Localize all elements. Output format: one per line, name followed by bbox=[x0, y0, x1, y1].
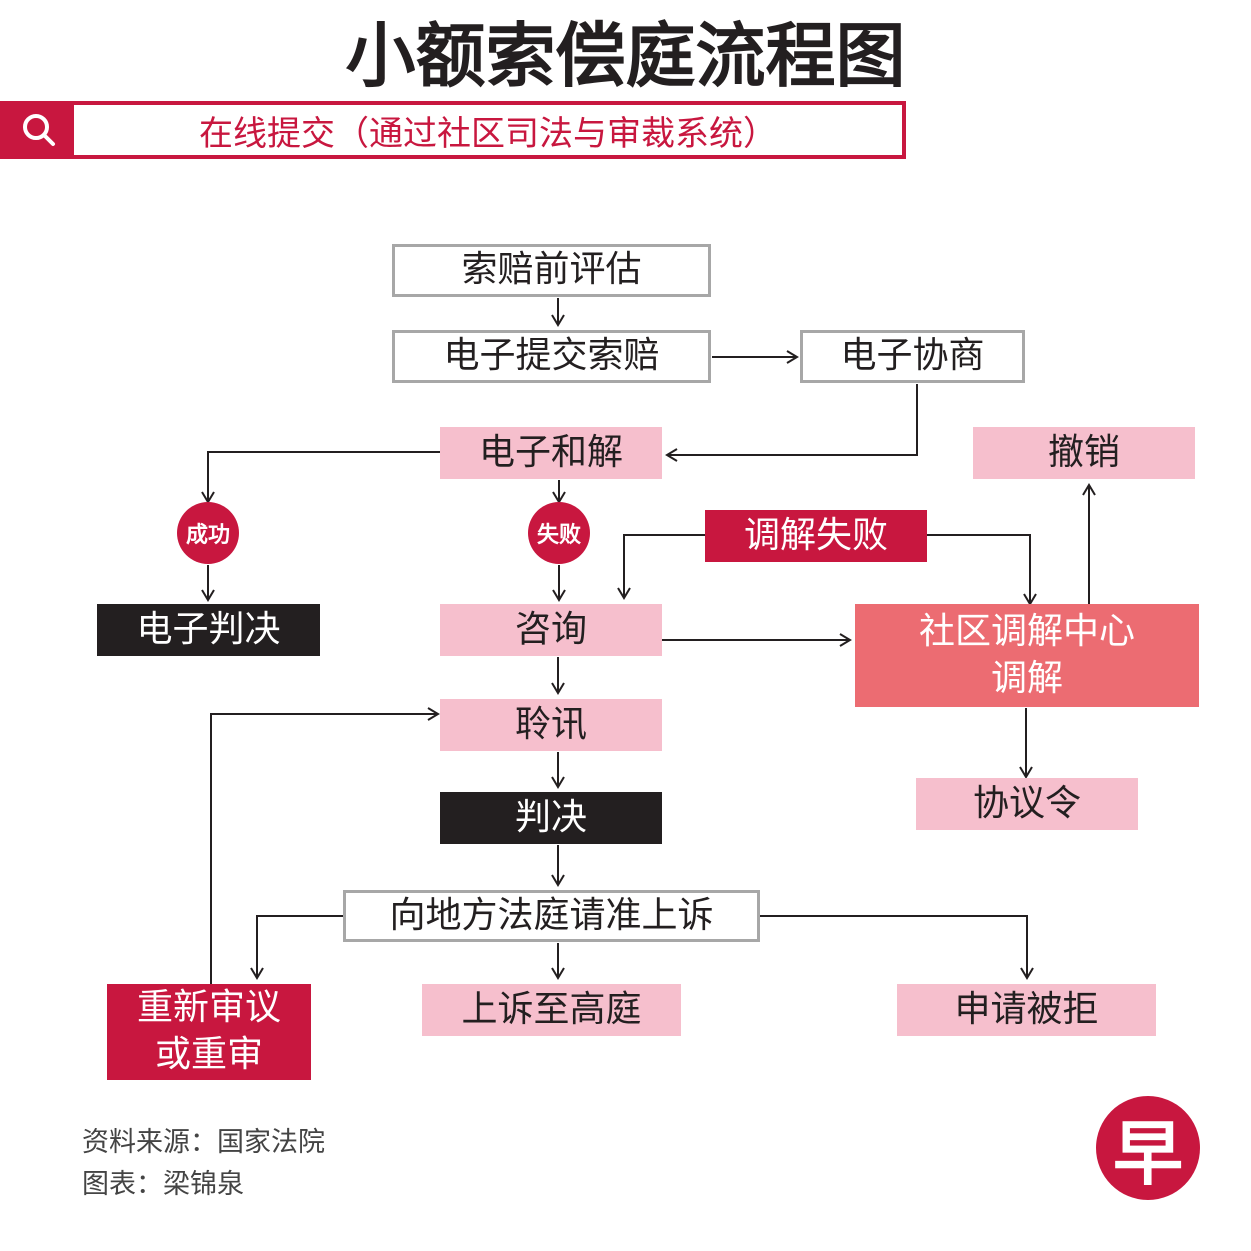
node-judgment: 判决 bbox=[440, 792, 662, 844]
arrow-rehearing-to-hearing bbox=[210, 707, 440, 984]
node-appeal-high-court: 上诉至高庭 bbox=[422, 984, 681, 1036]
community-mediation-line1: 社区调解中心 bbox=[918, 610, 1135, 652]
page-title: 小额索偿庭流程图 bbox=[345, 15, 906, 97]
line-settlement-to-success bbox=[201, 451, 440, 504]
node-e-judgment: 电子判决 bbox=[97, 604, 320, 656]
credit-note: 图表：梁锦泉 bbox=[82, 1169, 244, 1200]
badge-success: 成功 bbox=[177, 502, 239, 564]
node-rehearing: 重新审议 或重审 bbox=[107, 984, 311, 1080]
node-consent-order: 协议令 bbox=[916, 778, 1138, 830]
node-appeal-request: 向地方法庭请准上诉 bbox=[343, 890, 760, 942]
node-e-filing: 电子提交索赔 bbox=[392, 330, 711, 383]
community-mediation-line2: 调解 bbox=[990, 657, 1063, 699]
node-mediation-failed: 调解失败 bbox=[705, 510, 927, 562]
node-rejected: 申请被拒 bbox=[897, 984, 1156, 1036]
arrow-negotiation-to-settlement bbox=[665, 384, 918, 462]
rehearing-line2: 或重审 bbox=[154, 1034, 263, 1075]
zaobao-logo: 早 bbox=[1096, 1096, 1200, 1200]
line-mediationfail-to-center bbox=[927, 534, 1037, 606]
rehearing-line1: 重新审议 bbox=[136, 987, 281, 1029]
node-e-negotiation: 电子协商 bbox=[800, 330, 1025, 383]
node-e-settlement: 电子和解 bbox=[440, 427, 662, 479]
online-submission-label: 在线提交（通过社区司法与审裁系统） bbox=[199, 113, 777, 154]
online-submission-bar: 在线提交（通过社区司法与审裁系统） bbox=[0, 101, 906, 159]
search-icon bbox=[4, 105, 74, 155]
node-consultation: 咨询 bbox=[440, 604, 662, 656]
arrow-appeal-to-rejected bbox=[760, 915, 1034, 980]
source-note: 资料来源：国家法院 bbox=[82, 1127, 325, 1158]
node-hearing: 聆讯 bbox=[440, 699, 662, 751]
arrow-mediationfail-to-consultation bbox=[617, 534, 705, 600]
node-pre-assessment: 索赔前评估 bbox=[392, 244, 711, 297]
node-community-mediation: 社区调解中心 调解 bbox=[855, 604, 1199, 707]
badge-fail: 失败 bbox=[528, 502, 590, 564]
node-withdraw: 撤销 bbox=[973, 427, 1195, 479]
arrow-appeal-to-rehearing bbox=[250, 915, 343, 980]
